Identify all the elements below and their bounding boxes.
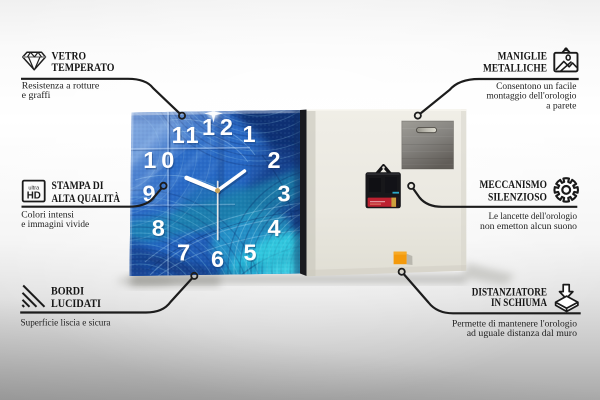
svg-text:6: 6 xyxy=(211,246,224,272)
svg-text:TEMPERATO: TEMPERATO xyxy=(52,62,115,74)
svg-text:3: 3 xyxy=(279,182,292,208)
svg-text:11: 11 xyxy=(172,122,199,148)
svg-text:e immagini vivide: e immagini vivide xyxy=(21,219,90,230)
svg-text:11: 11 xyxy=(173,123,200,149)
svg-text:MANIGLIE: MANIGLIE xyxy=(498,51,548,63)
svg-text:4: 4 xyxy=(267,215,280,241)
svg-text:LUCIDATI: LUCIDATI xyxy=(51,298,101,310)
svg-text:HD: HD xyxy=(27,191,41,202)
svg-text:7: 7 xyxy=(178,241,191,267)
svg-text:5: 5 xyxy=(243,240,256,266)
svg-text:6: 6 xyxy=(212,247,225,273)
svg-text:7: 7 xyxy=(177,240,190,266)
svg-text:DISTANZIATORE: DISTANZIATORE xyxy=(472,287,547,299)
svg-text:non emetton alcun suono: non emetton alcun suono xyxy=(480,221,577,232)
svg-text:e graffi: e graffi xyxy=(22,90,51,101)
svg-text:MECCANISMO: MECCANISMO xyxy=(480,179,548,191)
svg-text:ALTA QUALITÀ: ALTA QUALITÀ xyxy=(52,191,121,205)
svg-text:Consentono un facile: Consentono un facile xyxy=(496,81,577,92)
svg-text:Superficie liscia e sicura: Superficie liscia e sicura xyxy=(21,318,112,329)
svg-text:4: 4 xyxy=(269,216,282,242)
svg-text:8: 8 xyxy=(153,216,166,242)
svg-text:BORDI: BORDI xyxy=(51,286,84,298)
svg-text:Permette di mantenere l'orolog: Permette di mantenere l'orologio xyxy=(452,319,577,330)
svg-text:SILENZIOSO: SILENZIOSO xyxy=(488,192,547,204)
svg-text:1: 1 xyxy=(242,121,255,147)
svg-text:9: 9 xyxy=(144,182,157,208)
svg-text:1: 1 xyxy=(244,122,257,148)
svg-text:Le lancette dell'orologio: Le lancette dell'orologio xyxy=(489,211,578,222)
svg-text:montaggio dell'orologio: montaggio dell'orologio xyxy=(487,91,577,102)
svg-text:2: 2 xyxy=(267,147,280,173)
svg-text:IN SCHIUMA: IN SCHIUMA xyxy=(491,297,548,309)
svg-text:Resistenza a rotture: Resistenza a rotture xyxy=(22,81,100,92)
svg-text:ad uguale distanza dal muro: ad uguale distanza dal muro xyxy=(467,328,577,339)
svg-text:2: 2 xyxy=(269,148,282,174)
svg-text:Colori intensi: Colori intensi xyxy=(21,210,74,221)
svg-text:VETRO: VETRO xyxy=(52,51,87,63)
svg-text:3: 3 xyxy=(277,180,290,206)
svg-text:STAMPA DI: STAMPA DI xyxy=(52,180,104,192)
svg-text:METALLICHE: METALLICHE xyxy=(483,63,547,75)
svg-text:5: 5 xyxy=(245,241,258,267)
svg-text:ultra: ultra xyxy=(28,185,40,191)
svg-text:a parete: a parete xyxy=(546,100,577,111)
svg-text:8: 8 xyxy=(152,215,165,241)
